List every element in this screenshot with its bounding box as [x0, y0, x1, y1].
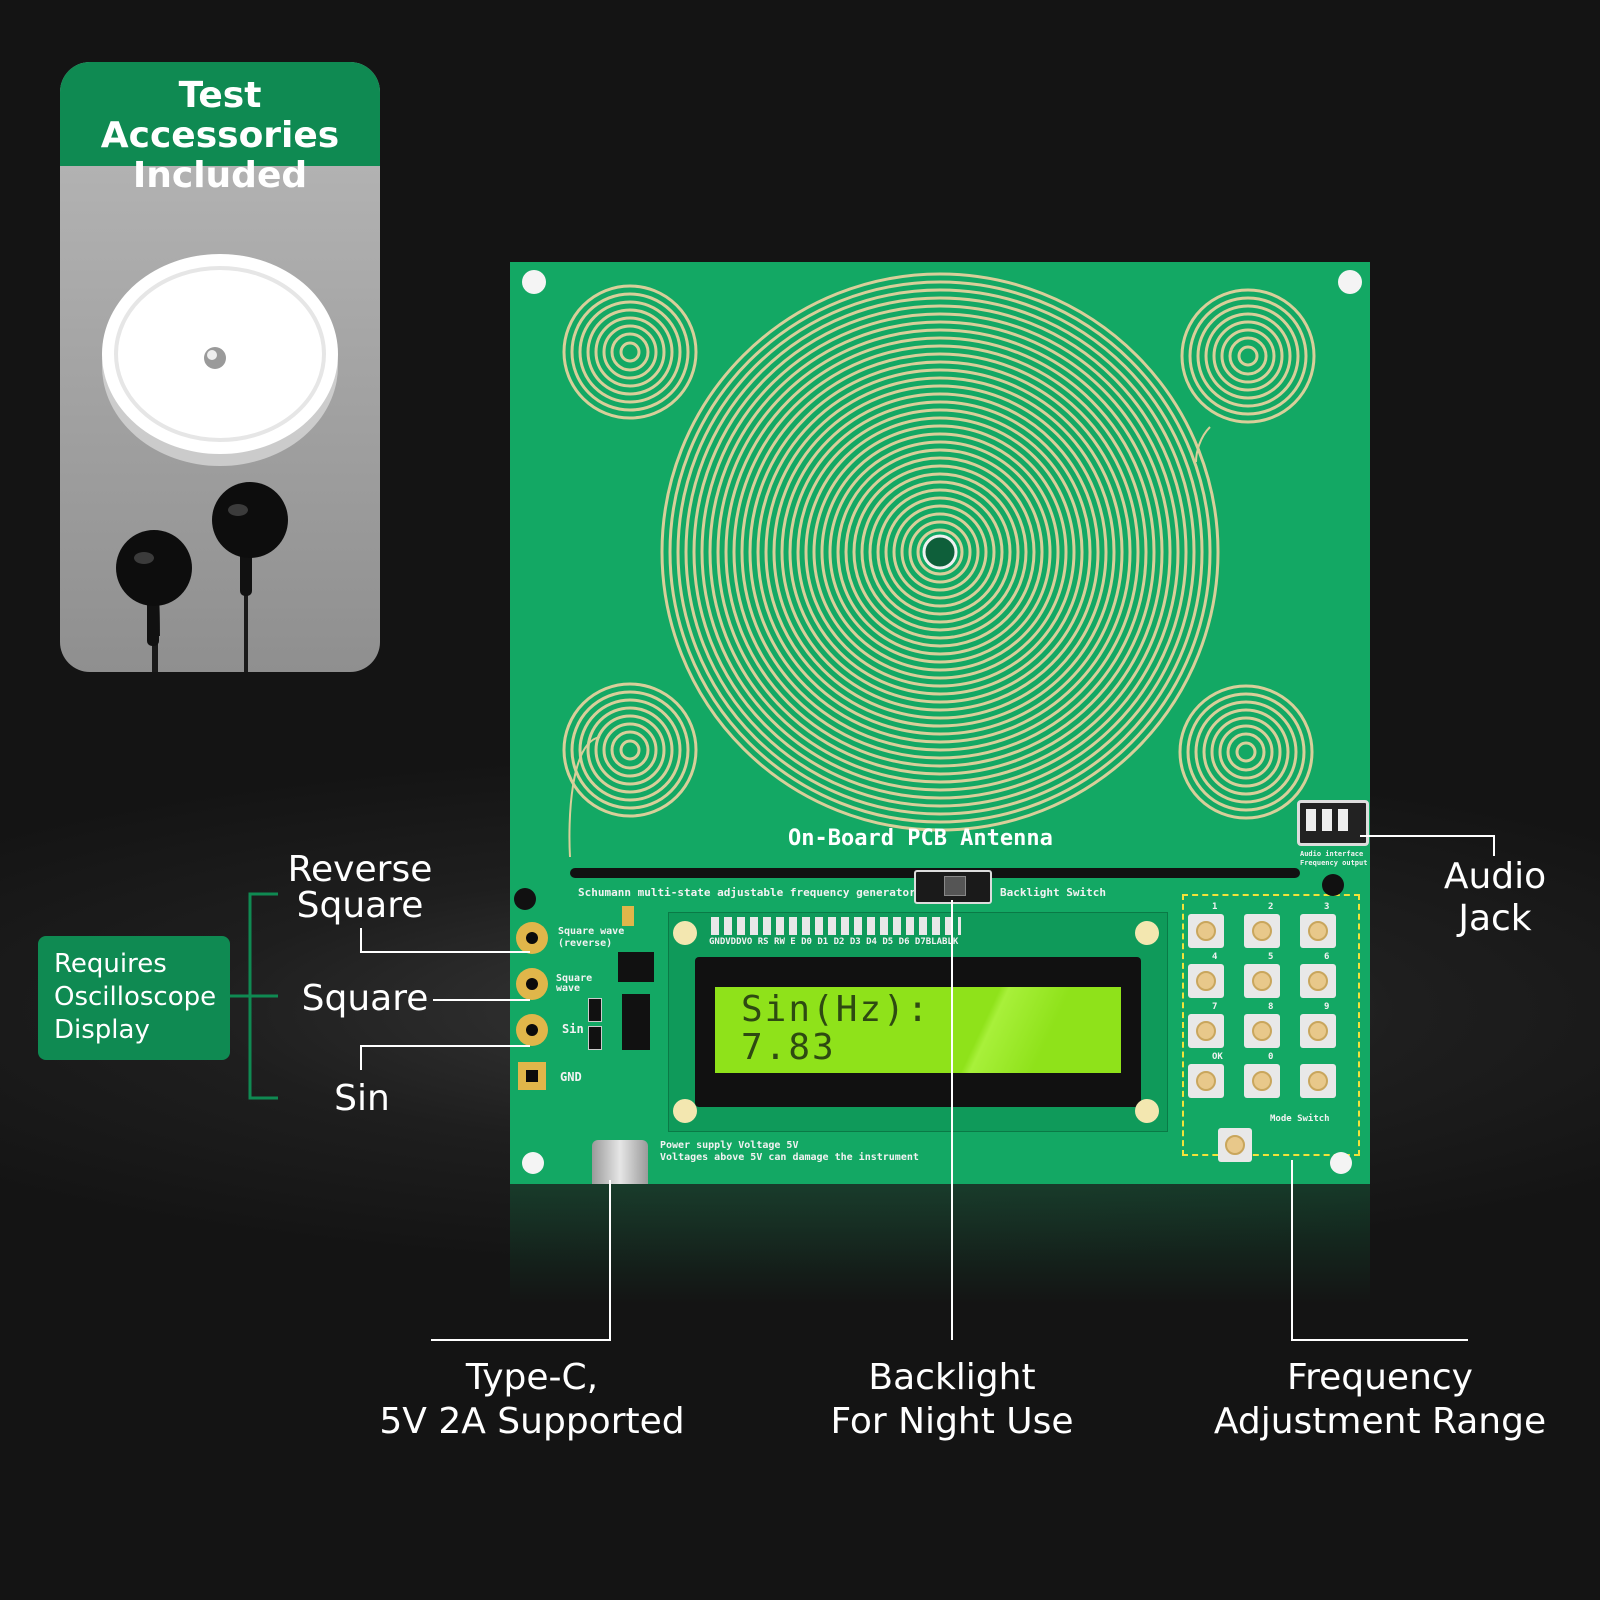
keypad-button[interactable]	[1300, 914, 1336, 948]
keypad-button-label: 8	[1268, 1002, 1274, 1012]
gnd-pad[interactable]	[518, 1062, 546, 1090]
keypad-button[interactable]	[1244, 1064, 1280, 1098]
frequency-callout: Frequency Adjustment Range	[1213, 1357, 1547, 1442]
mode-switch-label: Mode Switch	[1270, 1114, 1330, 1124]
square-wave-reverse-label: Square wave (reverse)	[558, 926, 625, 949]
sin-callout: Sin	[334, 1078, 390, 1119]
sin-pad-label: Sin	[562, 1022, 584, 1036]
oscilloscope-badge: Requires Oscilloscope Display	[38, 936, 230, 1060]
main-spiral-coil	[660, 272, 1220, 832]
keypad-button-label: 3	[1324, 902, 1330, 912]
yin-yang-icon	[922, 534, 958, 570]
power-warning-label: Power supply Voltage 5V Voltages above 5…	[660, 1140, 919, 1163]
keypad-button-label: 7	[1212, 1002, 1218, 1012]
keypad-button-label: 5	[1268, 952, 1274, 962]
accessories-header	[60, 62, 380, 166]
keypad-button[interactable]	[1244, 964, 1280, 998]
keypad-button[interactable]	[1300, 1014, 1336, 1048]
ic-chip	[622, 994, 650, 1050]
corner-spiral-coil	[562, 284, 698, 420]
keypad-button[interactable]	[1244, 914, 1280, 948]
audio-jack[interactable]	[1297, 800, 1369, 846]
accessories-title: Test Accessories Included	[100, 75, 340, 196]
corner-spiral-coil	[1178, 684, 1314, 820]
usb-c-port[interactable]	[592, 1140, 648, 1184]
keypad-button[interactable]	[1300, 964, 1336, 998]
test-disc-icon	[102, 254, 338, 466]
keypad-button[interactable]	[1244, 1014, 1280, 1048]
ic-chip	[618, 952, 654, 982]
corner-spiral-coil	[562, 682, 698, 818]
square-pad[interactable]	[516, 968, 548, 1000]
mount-hole	[1330, 1152, 1352, 1174]
generator-label: Schumann multi-state adjustable frequenc…	[578, 886, 916, 899]
keypad-button-label: 0	[1268, 1052, 1274, 1062]
antenna-label: On-Board PCB Antenna	[788, 826, 1053, 851]
board-reflection	[510, 1184, 1370, 1304]
keypad-button-label: 1	[1212, 902, 1218, 912]
backlight-callout: Backlight For Night Use	[830, 1357, 1074, 1442]
keypad-button[interactable]	[1188, 1064, 1224, 1098]
lcd-header-pins-label: GNDVDDVO RS RW E D0 D1 D2 D3 D4 D5 D6 D7…	[709, 937, 959, 947]
accessories-illustration	[102, 254, 338, 672]
audio-interface-label: Audio interface Frequency output	[1300, 850, 1368, 867]
lcd-screen: Sin(Hz): 7.83	[715, 987, 1121, 1073]
lcd-module: GNDVDDVO RS RW E D0 D1 D2 D3 D4 D5 D6 D7…	[668, 912, 1168, 1132]
keypad-button[interactable]	[1300, 1064, 1336, 1098]
typec-callout: Type-C, 5V 2A Supported	[379, 1357, 685, 1442]
backlight-switch-label: Backlight Switch	[1000, 886, 1106, 899]
mount-hole	[522, 1152, 544, 1174]
mode-switch-button[interactable]	[1218, 1128, 1252, 1162]
sin-pad[interactable]	[516, 1014, 548, 1046]
square-callout: Square	[301, 978, 429, 1019]
backlight-switch-knob[interactable]	[944, 876, 966, 896]
keypad-button-label: 2	[1268, 902, 1274, 912]
lcd-bezel: Sin(Hz): 7.83	[695, 957, 1141, 1107]
pcb-board: On-Board PCB Antenna Schumann multi-stat…	[510, 262, 1370, 1184]
mount-hole	[1322, 874, 1344, 896]
keypad-button[interactable]	[1188, 914, 1224, 948]
keypad-button-label: 6	[1324, 952, 1330, 962]
lcd-header-pins	[711, 917, 961, 935]
pcb-artwork	[522, 270, 1362, 878]
keypad-button[interactable]	[1188, 964, 1224, 998]
mount-hole	[1338, 270, 1362, 294]
square-reverse-pad[interactable]	[516, 922, 548, 954]
square-wave-label: Square wave	[556, 973, 593, 994]
lcd-text: Sin(Hz): 7.83	[741, 989, 931, 1068]
reverse-square-callout: Reverse Square	[287, 849, 433, 926]
keypad-button-label: 4	[1212, 952, 1218, 962]
keypad-button-label: OK	[1212, 1052, 1223, 1062]
audio-jack-callout: Audio Jack	[1443, 856, 1547, 939]
keypad-button-label: 9	[1324, 1002, 1330, 1012]
pcb-spiral-antenna	[562, 272, 1316, 832]
keypad-area	[1182, 894, 1360, 1156]
corner-spiral-coil	[1180, 288, 1316, 424]
accessories-card: Test Accessories Included	[60, 62, 380, 672]
earphones-icon	[116, 482, 288, 672]
keypad-button[interactable]	[1188, 1014, 1224, 1048]
gnd-pad-label: GND	[560, 1070, 582, 1084]
mount-hole	[522, 270, 546, 294]
mount-hole	[514, 888, 536, 910]
